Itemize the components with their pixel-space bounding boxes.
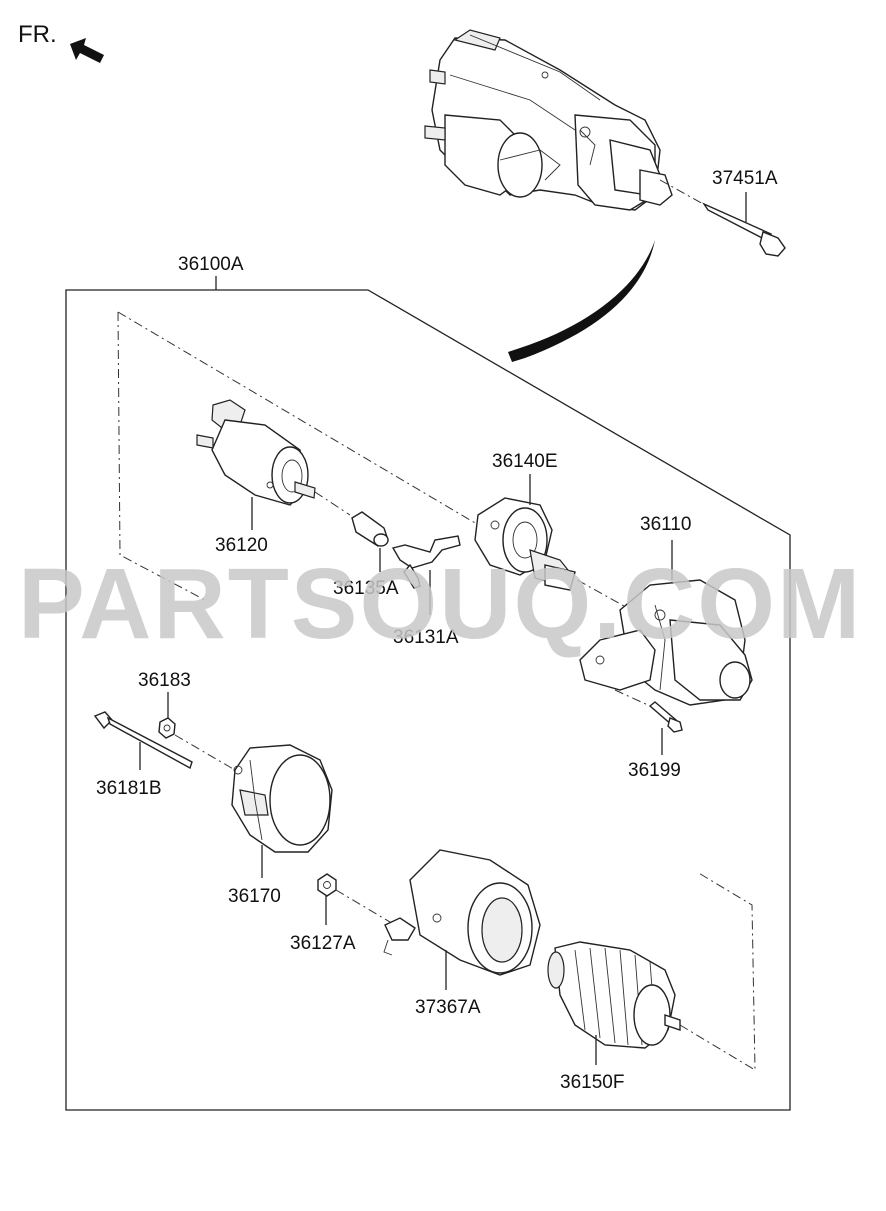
part-label-36170: 36170 — [228, 886, 281, 907]
part-label-36127A: 36127A — [290, 933, 356, 954]
part-label-36120: 36120 — [215, 535, 268, 556]
part-label-37451A: 37451A — [712, 168, 778, 189]
front-arrow-icon — [70, 38, 104, 63]
part-label-36100A: 36100A — [178, 254, 244, 275]
drive-36140E — [474, 497, 576, 591]
housing-36110 — [579, 579, 753, 706]
orientation-label: FR. — [18, 21, 57, 48]
yoke-37367A — [383, 849, 541, 976]
part-label-36131A: 36131A — [393, 627, 459, 648]
part-label-36110: 36110 — [640, 514, 691, 535]
explode-arrow-icon — [508, 240, 655, 362]
armature-36150F — [547, 941, 681, 1049]
lever-36131A — [391, 535, 461, 589]
part-label-36135A: 36135A — [333, 578, 399, 599]
starter-assembly-illustration — [424, 29, 673, 211]
bolt-37451A — [659, 179, 786, 257]
part-label-36183: 36183 — [138, 670, 191, 691]
end-cover-36170 — [231, 744, 333, 853]
part-label-36140E: 36140E — [492, 451, 558, 472]
screw-36199 — [648, 701, 683, 733]
kit-outline-box — [65, 289, 791, 1111]
subkit-outline — [117, 311, 206, 601]
part-label-36199: 36199 — [628, 760, 681, 781]
part-label-37367A: 37367A — [415, 997, 481, 1018]
watermark-text: PARTSOUQ.COM — [18, 548, 862, 660]
plunger-36135A — [351, 511, 389, 547]
nut-36183 — [158, 717, 176, 739]
solenoid-36120 — [196, 399, 316, 506]
part-label-36181B: 36181B — [96, 778, 162, 799]
part-label-36150F: 36150F — [560, 1072, 624, 1093]
bolt-36181B — [93, 711, 193, 770]
nut-36127A — [317, 873, 337, 897]
